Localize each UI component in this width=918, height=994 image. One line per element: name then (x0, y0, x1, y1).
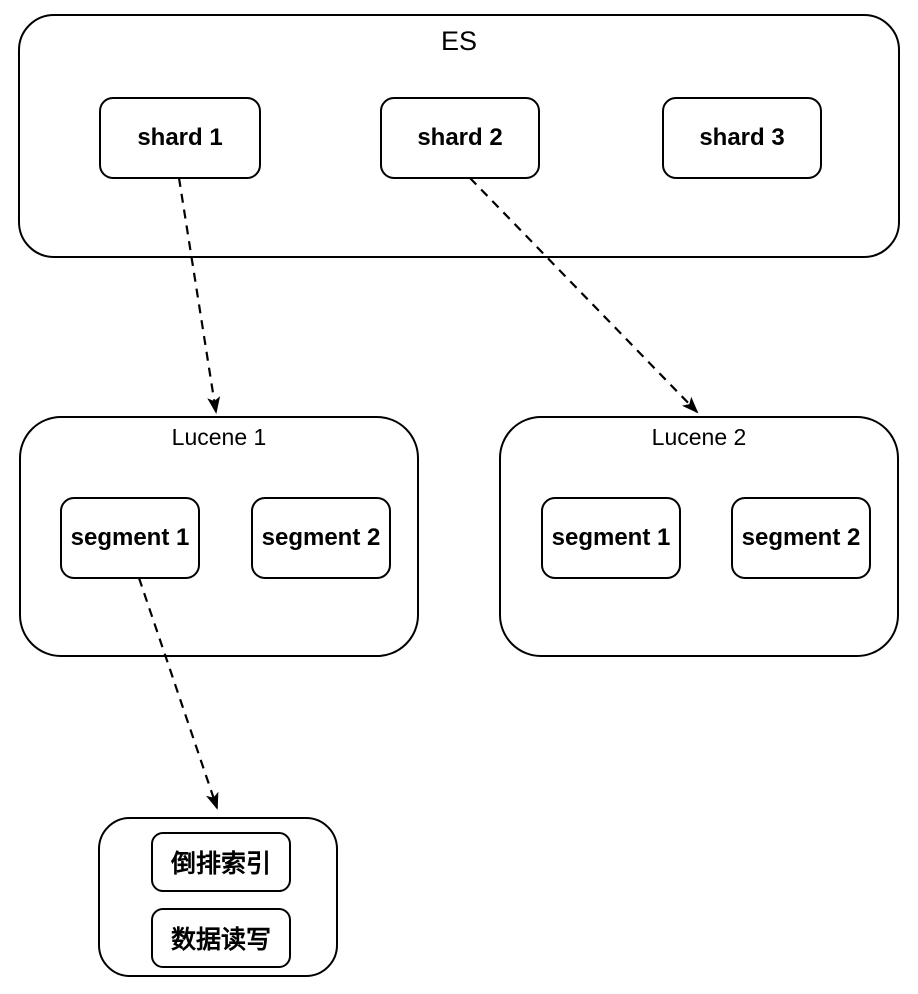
node-shard-2: shard 2 (380, 97, 540, 179)
node-inverted-index: 倒排索引 (151, 832, 291, 892)
lucene-2-container: Lucene 2 segment 1 segment 2 (499, 416, 899, 657)
lucene-1-container: Lucene 1 segment 1 segment 2 (19, 416, 419, 657)
node-lucene1-segment-1: segment 1 (60, 497, 200, 579)
inverted-index-label: 倒排索引 (170, 850, 271, 878)
node-lucene2-segment-2: segment 2 (731, 497, 871, 579)
data-read-write-label: 数据读写 (170, 926, 271, 954)
es-label: ES (440, 26, 478, 56)
lucene-2-label: Lucene 2 (651, 424, 747, 450)
shard-2-label: shard 2 (417, 124, 503, 151)
shard-3-label: shard 3 (699, 124, 785, 151)
es-container: ES shard 1 shard 2 shard 3 (18, 14, 900, 258)
node-lucene2-segment-1: segment 1 (541, 497, 681, 579)
node-lucene1-segment-2: segment 2 (251, 497, 391, 579)
shard-1-label: shard 1 (137, 124, 223, 151)
node-shard-3: shard 3 (662, 97, 822, 179)
node-shard-1: shard 1 (99, 97, 261, 179)
lucene-1-label: Lucene 1 (171, 424, 267, 450)
lucene1-segment-2-label: segment 2 (261, 524, 381, 551)
lucene2-segment-1-label: segment 1 (551, 524, 671, 551)
node-data-read-write: 数据读写 (151, 908, 291, 968)
storage-container: 倒排索引 数据读写 (98, 817, 338, 977)
lucene1-segment-1-label: segment 1 (70, 524, 190, 551)
lucene2-segment-2-label: segment 2 (741, 524, 861, 551)
